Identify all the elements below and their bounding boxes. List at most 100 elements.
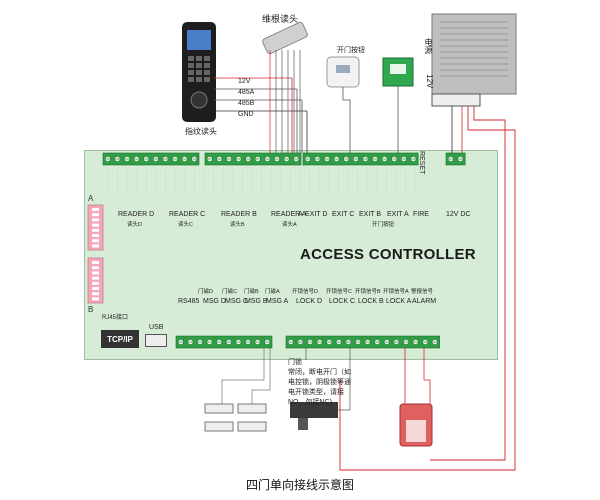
reader-d-label: READER D [118,211,155,218]
fire-label: FIRE [413,211,429,218]
keypad-key [196,77,202,82]
dip-a-toggle [92,244,99,248]
keypad-key [188,77,194,82]
exit-c-label: EXIT C [332,211,355,218]
reader-a-cn: 读头A [282,222,297,228]
tcpip-port: TCP/IP [101,330,139,348]
msg-d-label: MSG D [203,298,226,305]
dip-a-toggle [92,208,99,211]
alarm-siren-face [406,420,426,442]
keypad-key [204,77,210,82]
card-reader-label: 维根读头 [262,14,299,24]
lock-note-line1: 常闭，断电开门（如 [288,369,351,376]
keypad-key [188,56,194,61]
msg-a-cn: 门磁A [265,289,280,295]
dip-a-toggle [92,239,99,243]
keypad-key [188,70,194,75]
reader-c-label: READER C [169,211,206,218]
diagram-caption: 四门单向接线示意图 [245,478,354,492]
keypad-key [188,63,194,68]
door-sensor-2 [204,421,234,432]
dip-a-toggle [92,223,99,227]
lock-d-label: LOCK D [296,298,323,305]
msg-c-label: MSG C [225,298,248,305]
dip-b-toggle [92,276,99,280]
lock-a-label: LOCK A [386,298,412,305]
dip-b-toggle [92,287,99,290]
door-sensor-1b [237,403,267,414]
keypad-key [196,70,202,75]
dip-b-toggle [92,297,99,301]
lock-c-cn: 开锁信号C [326,289,352,295]
lock-wire-2 [338,348,351,411]
terminal-lock [285,335,440,349]
terminal-reader-d [102,152,200,166]
wire-12v-label: 12V [238,78,251,85]
alarm-label: ALARM [412,298,437,305]
alarm-cn: 警报信号 [411,289,434,295]
fingerprint-screen [187,30,211,50]
alarm-wire-2 [423,348,431,404]
keypad-key [196,63,202,68]
dip-a-toggle [92,234,99,237]
power-supply-label: 电源 [424,38,433,54]
keypad-key [196,56,202,61]
rj45-label: RJ45接口 [102,315,129,321]
dip-a-toggle [92,218,99,222]
dip-a-toggle [92,228,99,232]
exit-button-green-face [390,64,406,74]
controller-board [84,150,498,360]
reset-label: RESET [418,151,425,175]
fingerprint-sensor [190,91,208,109]
keypad-key [204,70,210,75]
lock-d-cn: 开锁信号D [292,289,318,295]
msg-b-cn: 门磁B [244,289,259,295]
dip-switch-b [87,257,104,304]
exit-button-wire [342,87,351,153]
electric-lock-bolt [298,418,308,430]
reader-c-cn: 读头C [178,222,193,228]
dip-b-toggle [92,271,99,275]
dip-switch-b-label: B [88,305,94,314]
dip-b-toggle [92,266,99,270]
lock-c-label: LOCK C [329,298,356,305]
power-supply [431,13,517,95]
reader-b-label: READER B [221,211,257,218]
usb-port [145,334,167,347]
msg-b-label: MSG B [245,298,268,305]
dip-switch-a-label: A [88,194,94,203]
power-wire-alarm [430,106,506,461]
lock-b-label: LOCK B [358,298,384,305]
rs485-label: RS485 [178,298,200,305]
msg-c-cn: 门磁C [222,289,237,295]
power-in-label: 12V DC [446,211,471,218]
exit-button-white-face [336,65,350,73]
wire-485b-label: 485B [238,100,255,107]
exit-d-label: EXIT D [305,211,328,218]
reader-d-cn: 读头D [127,222,142,228]
dip-b-toggle [92,292,99,296]
dip-b-toggle [92,281,99,285]
msg-d-cn: 门磁D [198,289,213,295]
exit-b-label: EXIT B [359,211,382,218]
dip-a-toggle [92,213,99,217]
board-title: ACCESS CONTROLLER [300,246,476,263]
card-reader-body [262,21,308,55]
power-terminals [431,93,481,107]
exit-button-label: 开门按钮 [337,47,365,54]
dip-switch-a [87,204,104,251]
lock-b-cn: 开锁信号B [355,289,381,295]
door-sensor-wire-2 [251,348,271,404]
terminal-msg [175,335,273,349]
lock-a-cn: 开锁信号A [383,289,409,295]
usb-label: USB [149,324,164,331]
exit-cn: 开门按钮 [372,222,395,228]
reader-b-cn: 读头B [230,222,245,228]
terminal-power [445,152,466,166]
fingerprint-reader-label: 指纹读头 [185,127,217,136]
card-reader [262,21,308,55]
power-voltage-label: 12V [425,74,434,89]
door-sensor-1 [204,403,234,414]
